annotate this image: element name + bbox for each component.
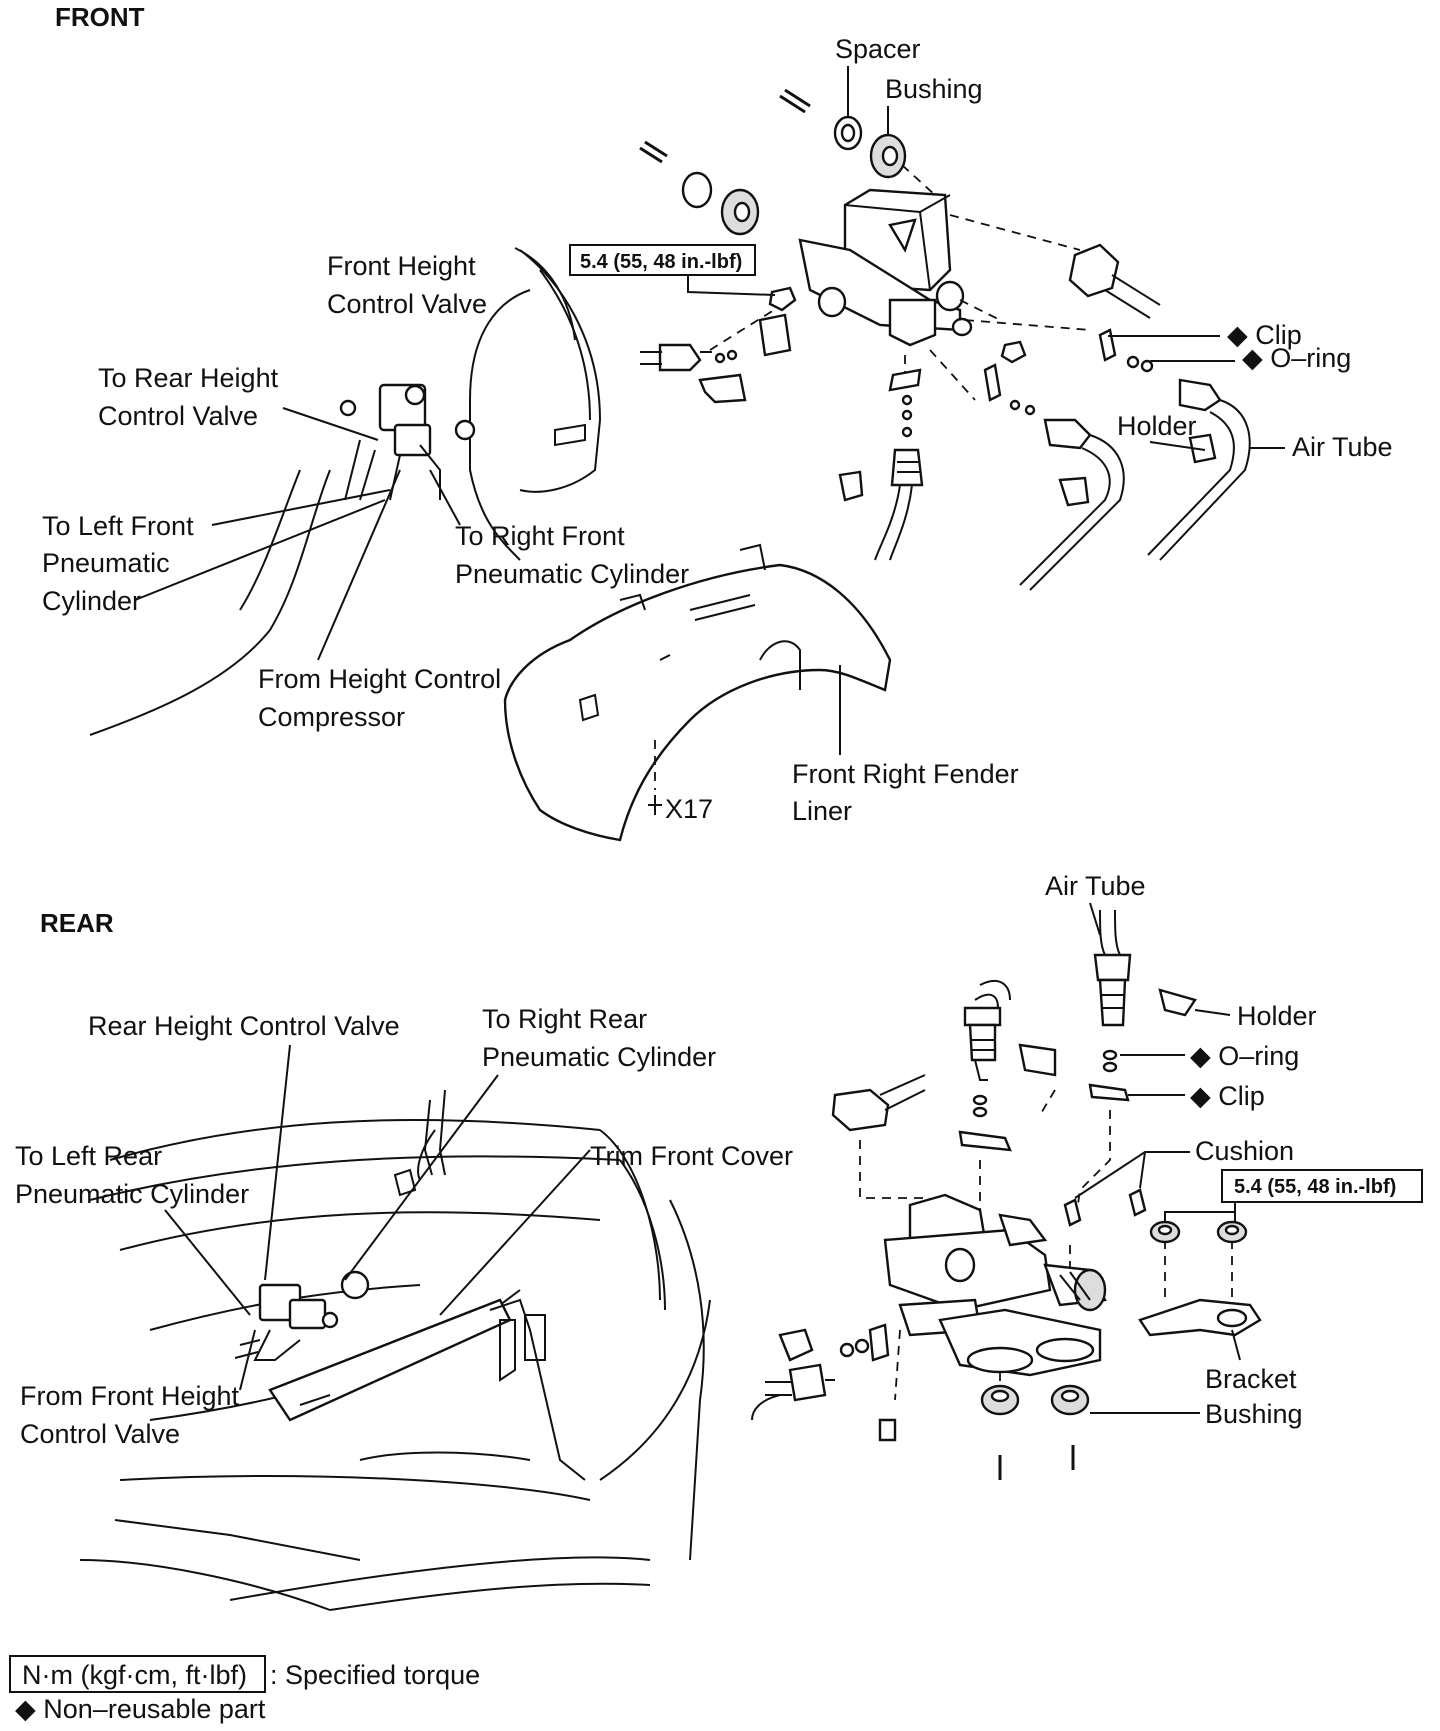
label-bushing-front: Bushing — [885, 74, 983, 104]
diamond-icon: ◆ — [1227, 320, 1248, 350]
legend-torque-unit: N·m (kgf·cm, ft·lbf) — [22, 1660, 247, 1690]
front-vehicle-outline — [89, 249, 602, 736]
label-air-tube-rear: Air Tube — [1045, 871, 1146, 901]
label-cushion: Cushion — [1195, 1136, 1294, 1166]
label-to-left-front-1: To Left Front — [42, 511, 194, 541]
label-from-compressor-1: From Height Control — [258, 664, 501, 694]
label-bushing-rear: Bushing — [1205, 1399, 1303, 1429]
rear-trunk-outline — [79, 1089, 711, 1611]
legend-torque-desc: : Specified torque — [270, 1660, 480, 1690]
label-from-front-valve-2: Control Valve — [20, 1419, 180, 1449]
label-x17: X17 — [665, 794, 713, 824]
section-front-heading: FRONT — [55, 2, 145, 32]
front-valve-exploded — [639, 88, 1251, 591]
diamond-icon: ◆ — [15, 1694, 36, 1724]
legend-nonreusable: ◆ Non–reusable part — [15, 1694, 266, 1724]
label-to-left-front-2: Pneumatic — [42, 548, 170, 578]
svg-text:5.4 (55, 48 in.-lbf): 5.4 (55, 48 in.-lbf) — [580, 251, 742, 273]
front-fender-liner — [503, 543, 892, 842]
label-to-left-rear-2: Pneumatic Cylinder — [15, 1179, 249, 1209]
label-fender-liner-2: Liner — [792, 796, 852, 826]
label-fender-liner-1: Front Right Fender — [792, 759, 1019, 789]
label-to-left-rear-1: To Left Rear — [15, 1141, 162, 1171]
front-valve-installed — [339, 383, 476, 501]
rear-valve-exploded — [751, 909, 1262, 1480]
label-to-rear-valve-1: To Rear Height — [98, 363, 279, 393]
torque-box-rear: 5.4 (55, 48 in.-lbf) — [1164, 1169, 1423, 1222]
svg-text:5.4 (55, 48 in.-lbf): 5.4 (55, 48 in.-lbf) — [1234, 1176, 1396, 1198]
label-to-right-front-1: To Right Front — [455, 521, 625, 551]
label-spacer: Spacer — [835, 34, 921, 64]
label-clip-rear: ◆ Clip — [1190, 1081, 1265, 1111]
label-to-right-rear-2: Pneumatic Cylinder — [482, 1042, 716, 1072]
diamond-icon: ◆ — [1190, 1081, 1211, 1111]
label-oring-rear: ◆ O–ring — [1190, 1041, 1299, 1071]
diamond-icon: ◆ — [1190, 1041, 1211, 1071]
label-to-right-rear-1: To Right Rear — [482, 1004, 647, 1034]
diamond-icon: ◆ — [1242, 343, 1263, 373]
label-front-height-valve-1: Front Height — [327, 251, 476, 281]
label-clip-front: ◆ Clip — [1227, 320, 1302, 350]
label-from-front-valve-1: From Front Height — [20, 1381, 240, 1411]
label-air-tube-front: Air Tube — [1292, 432, 1393, 462]
label-to-left-front-3: Cylinder — [42, 586, 141, 616]
label-from-compressor-2: Compressor — [258, 702, 405, 732]
section-rear-heading: REAR — [40, 908, 114, 938]
rear-valve-installed — [234, 1270, 370, 1361]
label-oring-front: ◆ O–ring — [1242, 343, 1351, 373]
label-front-height-valve-2: Control Valve — [327, 289, 487, 319]
legend: N·m (kgf·cm, ft·lbf) : Specified torque … — [9, 1655, 480, 1724]
label-holder-front: Holder — [1117, 411, 1197, 441]
label-holder-rear: Holder — [1237, 1001, 1317, 1031]
label-to-rear-valve-2: Control Valve — [98, 401, 258, 431]
label-to-right-front-2: Pneumatic Cylinder — [455, 559, 689, 589]
label-bracket: Bracket — [1205, 1364, 1297, 1394]
label-trim-front-cover: Trim Front Cover — [590, 1141, 793, 1171]
torque-box-front: 5.4 (55, 48 in.-lbf) — [569, 244, 776, 296]
label-rear-height-valve: Rear Height Control Valve — [88, 1011, 400, 1041]
